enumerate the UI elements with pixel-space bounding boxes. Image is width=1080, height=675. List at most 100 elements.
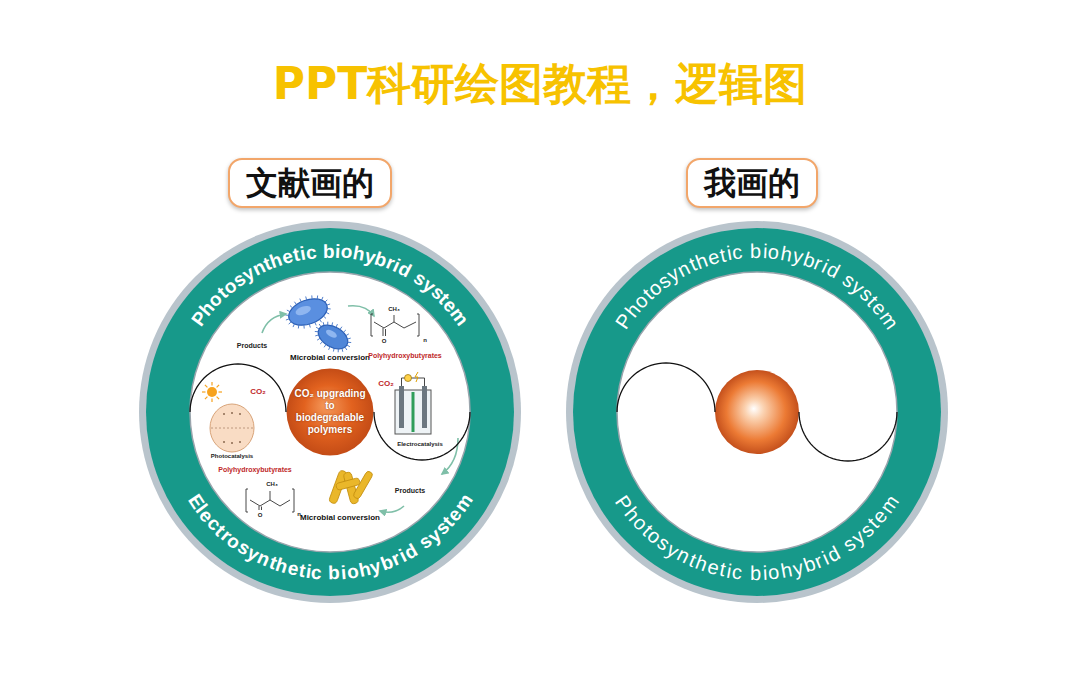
illustration-part bbox=[327, 304, 330, 305]
ring-label: Photosynthetic biohybrid system bbox=[138, 220, 522, 604]
process-arrows bbox=[262, 306, 458, 513]
illustration-part bbox=[318, 324, 321, 327]
illustration-part bbox=[217, 397, 219, 399]
arc-glyph: i bbox=[762, 563, 767, 583]
illustration-part bbox=[309, 324, 310, 327]
pill-label: 我画的 bbox=[704, 163, 800, 203]
illustration-part bbox=[223, 441, 225, 443]
illustration-part bbox=[320, 319, 322, 322]
illustration-part bbox=[315, 322, 316, 325]
illustration-part bbox=[231, 442, 233, 444]
illustration-part bbox=[210, 404, 254, 452]
illustration-part bbox=[300, 299, 301, 302]
illustration-part bbox=[405, 375, 412, 382]
illustration-part bbox=[324, 300, 327, 303]
inner-disc bbox=[190, 272, 470, 552]
illustration-part bbox=[336, 478, 361, 491]
polymer-structure bbox=[246, 489, 294, 512]
illustration-part bbox=[323, 315, 326, 318]
ring-band: Photosynthetic biohybrid systemPhotosynt… bbox=[565, 220, 949, 604]
orange-sphere bbox=[287, 369, 374, 456]
illustration-part bbox=[374, 322, 416, 328]
illustration-part bbox=[205, 397, 207, 399]
figure-label: O bbox=[258, 512, 263, 518]
illustration-part bbox=[315, 334, 318, 337]
illustration-part bbox=[294, 301, 296, 304]
illustration-part bbox=[211, 428, 253, 429]
figure-label: CO₂ bbox=[250, 388, 266, 396]
illustration-part bbox=[211, 399, 212, 403]
illustration-part bbox=[341, 348, 344, 351]
pill-box: 文献画的 bbox=[228, 158, 392, 208]
connector bbox=[374, 412, 470, 460]
arc-glyph: b bbox=[750, 241, 761, 261]
illustration-part bbox=[202, 391, 206, 392]
illustration-part bbox=[412, 392, 415, 432]
ring-band: CO₂ upgrading to biodegradable polymersP… bbox=[138, 220, 522, 604]
illustration-part bbox=[347, 345, 350, 347]
ring-band bbox=[146, 228, 514, 596]
illustration-part bbox=[223, 412, 241, 444]
arc-glyph: b bbox=[328, 563, 340, 582]
illustration-part bbox=[297, 325, 300, 328]
illustration-part bbox=[348, 306, 374, 316]
illustration-part bbox=[383, 328, 386, 336]
illustration-part bbox=[223, 413, 225, 415]
figure-label: Products bbox=[237, 342, 267, 349]
figure-label: n bbox=[423, 337, 427, 343]
illustration-part bbox=[326, 312, 329, 315]
illustration-part bbox=[219, 391, 223, 392]
illustration-part bbox=[262, 314, 286, 333]
illustration-part bbox=[322, 322, 325, 325]
illustration-part bbox=[326, 322, 329, 325]
illustration-part bbox=[231, 412, 233, 414]
illustration-part bbox=[399, 386, 404, 428]
arc-glyph: c bbox=[304, 242, 317, 262]
arc-glyph: c bbox=[731, 242, 743, 263]
illustration-part bbox=[340, 327, 342, 330]
figure-label: Microbial conversion bbox=[290, 354, 370, 362]
s-curve bbox=[617, 363, 715, 412]
illustration-part bbox=[415, 372, 418, 382]
figure-label: O bbox=[382, 338, 387, 344]
illustration-part bbox=[320, 341, 323, 344]
illustration-part bbox=[442, 438, 458, 474]
ring-label: Photosynthetic biohybrid system bbox=[565, 220, 949, 604]
ring-rim bbox=[139, 221, 521, 603]
illustration-part bbox=[239, 441, 241, 443]
illustration-part bbox=[380, 506, 404, 512]
orange-sphere bbox=[715, 370, 799, 454]
ring-band bbox=[573, 228, 941, 596]
illustration-part bbox=[371, 314, 419, 336]
bacterium bbox=[309, 316, 356, 359]
illustration-part bbox=[239, 413, 241, 415]
figure-label: CH₃ bbox=[266, 481, 277, 487]
arc-glyph bbox=[316, 242, 323, 261]
illustration-part bbox=[336, 324, 338, 327]
arc-glyph: c bbox=[311, 563, 323, 583]
illustration-part bbox=[337, 349, 340, 352]
arc-glyph: i bbox=[334, 242, 340, 261]
illustration-part bbox=[315, 330, 318, 333]
illustration-part bbox=[316, 296, 319, 299]
illustration-part bbox=[285, 294, 331, 330]
illustration-part bbox=[348, 341, 351, 344]
figure-label: Polyhydroxybutyrates bbox=[368, 352, 442, 359]
ring-label: Electrosynthetic biohybrid system bbox=[138, 220, 522, 604]
pill-box: 我画的 bbox=[686, 158, 818, 208]
illustration-part bbox=[346, 333, 349, 336]
illustration-part bbox=[286, 319, 289, 320]
arc-glyph: b bbox=[750, 563, 761, 583]
electrolysis-cell bbox=[395, 372, 431, 434]
illustration-part bbox=[317, 337, 320, 340]
figure-label: CO₂ bbox=[378, 380, 394, 388]
arc-glyph bbox=[743, 562, 750, 582]
page-title: PPT科研绘图教程，逻辑图 bbox=[0, 60, 1080, 108]
figure-label: Photocatalysis bbox=[211, 453, 253, 459]
s-curve bbox=[799, 412, 897, 461]
illustration-part bbox=[327, 308, 330, 311]
illustration-part bbox=[314, 320, 352, 353]
illustration-part bbox=[333, 348, 336, 351]
illustration-part bbox=[422, 386, 427, 428]
illustration-part bbox=[205, 385, 207, 387]
